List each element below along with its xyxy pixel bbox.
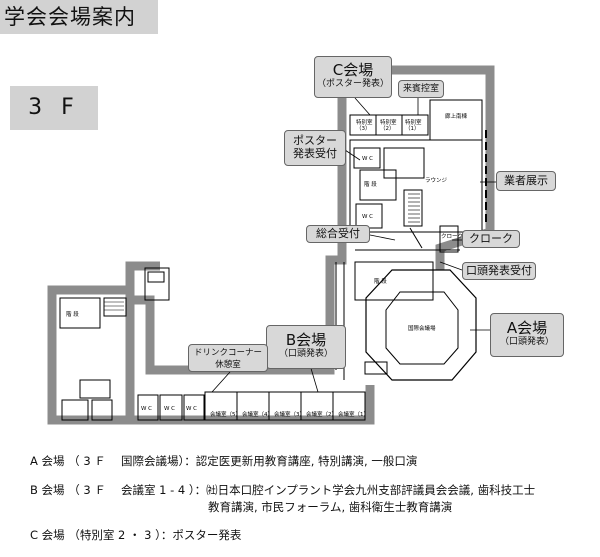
oral-reception-callout: 口頭発表受付 (462, 262, 536, 280)
c-hall-sub: （ポスター発表） (316, 79, 389, 89)
description-b-hall: B 会場 （ 3 Ｆ 会議室 1 - 4 ）：㈳日本口腔インプラント学会九州支部… (30, 483, 536, 497)
poster-reception-callout: ポスター 発表受付 (284, 130, 346, 166)
wc-label-1: W C (362, 156, 373, 162)
drink-corner-line2: 休憩室 (215, 360, 241, 370)
cloak-callout: クローク (462, 230, 520, 248)
lounge-label: ラウンジ (425, 176, 448, 184)
special-room-1-label: 特別室（1） (405, 118, 422, 132)
a-hall-name: A会場 (506, 319, 548, 337)
meeting-room-3-label: 会議室（3） (274, 410, 305, 418)
b-hall-name: B会場 (285, 331, 327, 349)
floor-label: 3 F (10, 86, 98, 130)
c-hall-name: C会場 (332, 61, 374, 79)
wc-label-2: W C (362, 214, 373, 220)
leader-lines (211, 97, 496, 393)
interior-walls (59, 99, 483, 421)
description-c-hall: C 会場 （特別室 2 ・ 3 ）：ポスター発表 (30, 528, 242, 542)
intl-hall-label: 国際会議場 (408, 324, 436, 332)
cloak-small-label: クローク (441, 233, 463, 240)
description-a-hall: A 会場 （ 3 Ｆ 国際会議場）：認定医更新用教育講座, 特別講演, 一般口演 (30, 454, 418, 468)
stairs-label-3: 階 段 (66, 310, 79, 318)
description-b-hall-cont: 教育講演, 市民フォーラム, 歯科衛生士教育講演 (208, 500, 453, 514)
wc-label-4: W C (186, 406, 197, 412)
b-hall-callout: B会場 （口頭発表） (266, 325, 346, 369)
poster-reception-line1: ポスター (293, 134, 337, 147)
special-room-2-label: 特別室（2） (380, 118, 397, 132)
wc-label-3: W C (164, 406, 175, 412)
elevator-hall-label: 廊上南棟 (445, 112, 468, 120)
meeting-room-1-label: 会議室（1） (338, 410, 369, 418)
special-room-3-label: 特別室（3） (356, 118, 373, 132)
c-hall-callout: C会場 （ポスター発表） (314, 56, 392, 98)
wc-label-5: W C (141, 406, 152, 412)
meeting-room-5-label: 会議室（5） (210, 410, 241, 418)
floor-map: 特別室（3） 特別室（2） 特別室（1） 廊上南棟 ラウンジ 階 段 階 段 階… (47, 65, 496, 425)
page-title: 学会会場案内 (0, 0, 158, 34)
drink-corner-line1: ドリンクコーナー (193, 348, 262, 358)
exhibitors-callout: 業者展示 (496, 171, 556, 191)
a-hall-sub: （口頭発表） (499, 337, 554, 347)
general-reception-callout: 総合受付 (306, 225, 370, 243)
b-hall-sub: （口頭発表） (278, 349, 333, 359)
stairs-label-2: 階 段 (374, 277, 387, 285)
stairs-label-1: 階 段 (364, 180, 377, 188)
poster-reception-line2: 発表受付 (293, 147, 337, 160)
guest-room-callout: 来賓控室 (398, 80, 444, 98)
a-hall-callout: A会場 （口頭発表） (490, 313, 564, 357)
drink-corner-callout: ドリンクコーナー 休憩室 (188, 344, 268, 372)
stairs-hatching (104, 193, 420, 311)
meeting-room-4-label: 会議室（4） (242, 410, 273, 418)
meeting-room-2-label: 会議室（2） (306, 410, 337, 418)
